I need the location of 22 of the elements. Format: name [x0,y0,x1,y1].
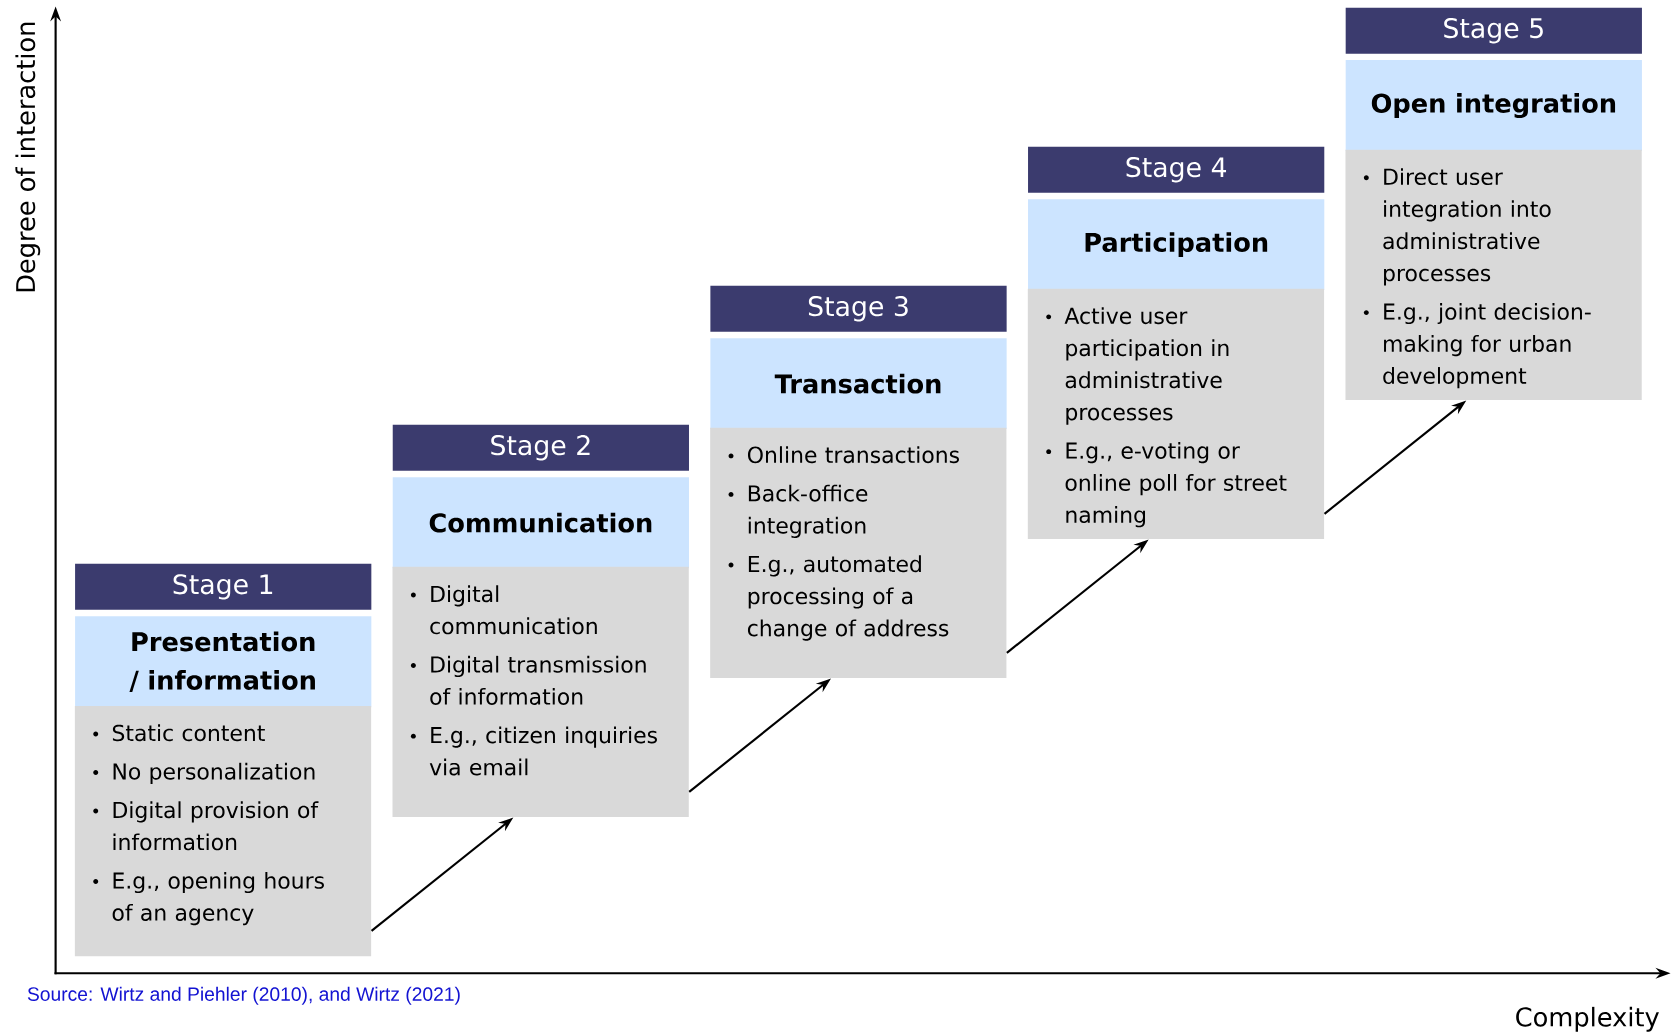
bullet-list: Digital communication Digital transmission of information E.g., citizen inquiries via email [392,566,689,817]
stage-header: Stage 5 [1345,7,1642,54]
bullet-list: Direct user integration into administrative processes E.g., joint decision-making for urban development [1345,149,1642,400]
axis-label: Complexity [1516,1006,1659,1032]
bullet-list: Online transactions Back-office integration E.g., automated processing of a change of address [710,427,1007,678]
stage-title: Open integration [1345,59,1642,151]
stage-header: Stage 4 [1028,146,1325,193]
stage-title: Participation [1028,199,1325,290]
stage-title: Presentation / information [75,616,372,707]
node-label: Static content [112,724,265,742]
node-label: Digital provision of information [113,801,319,851]
node-label: No personalization [113,762,315,784]
stage-title: Communication [392,477,689,568]
axis-label: Degree of interaction [15,22,41,292]
node-label: E.g., opening hours of an agency [112,871,324,926]
source-note: Source: Wirtz and Piehler (2010), and Wirtz (2021) [27,986,460,1005]
bullet-list: Static content No personalization Digital provision of information E.g., opening hours of an agency [74,705,372,956]
stage-title: Transaction [710,338,1007,429]
stage-header: Stage 2 [392,424,689,471]
stage-header: Stage 3 [710,285,1007,332]
bullet-list: Active user participation in administrative processes E.g., e-voting or online poll for street naming [1027,288,1325,539]
stage-header: Stage 1 [75,563,372,610]
